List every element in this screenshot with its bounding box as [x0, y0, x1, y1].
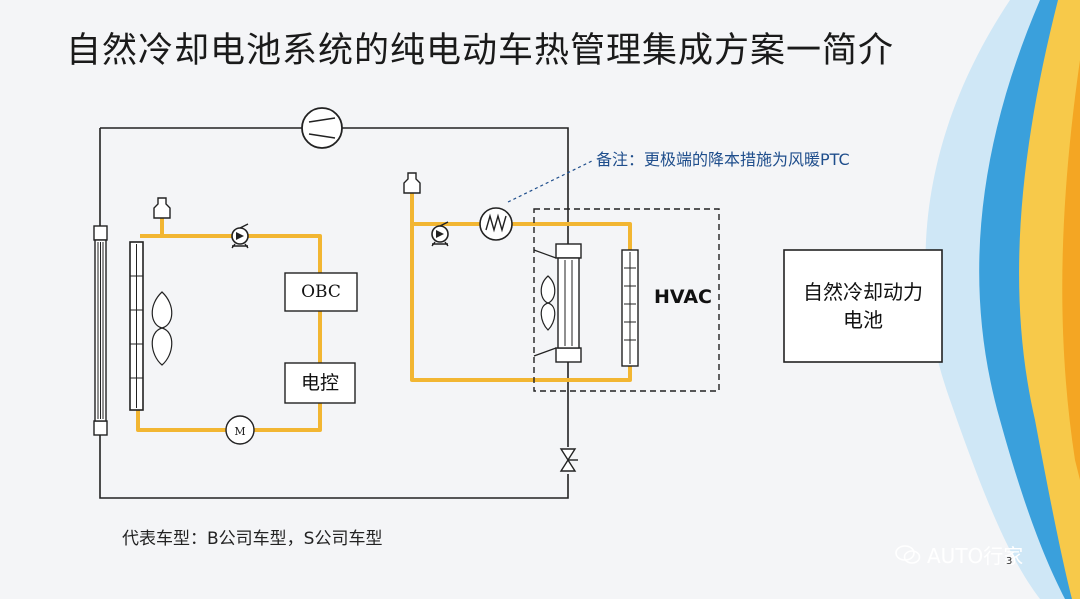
blower-fan-icon: [533, 249, 557, 357]
compressor-icon: [301, 107, 343, 149]
note-text: 备注：更极端的降本措施为风暖PTC: [596, 150, 850, 169]
controller-box: [284, 362, 356, 404]
pump-icon: [431, 221, 449, 247]
pump-icon: [231, 223, 249, 249]
background-swoosh: [925, 0, 1080, 599]
motor-label: M: [234, 425, 245, 438]
evaporator: [555, 243, 582, 363]
low-temp-radiator: [129, 241, 144, 411]
representative-vehicles-text: 代表车型：B公司车型，S公司车型: [122, 529, 383, 549]
page-number: 3: [1006, 556, 1013, 567]
watermark: AUTO行家: [895, 540, 1023, 569]
wechat-icon: [895, 544, 921, 564]
heater-coolant-loop: [410, 193, 632, 382]
obc-label: OBC: [301, 282, 341, 302]
heater-core: [621, 249, 639, 367]
motor-coolant-loop: [136, 218, 322, 432]
battery-label: 自然冷却动力电池: [803, 280, 923, 332]
battery-box: [783, 249, 943, 363]
expansion-tank-icon: [153, 197, 171, 219]
expansion-tank-icon: [403, 172, 421, 194]
note-leader-line: [507, 159, 595, 203]
ptc-heater-icon: [479, 207, 513, 241]
motor-icon: [225, 415, 255, 445]
expansion-valve-icon: [559, 448, 578, 472]
watermark-text: AUTO行家: [927, 544, 1024, 568]
controller-label: 电控: [300, 372, 339, 394]
fan-icon: [151, 291, 173, 366]
hvac-label: HVAC: [654, 286, 712, 308]
front-heat-exchanger: [93, 225, 108, 436]
refrigerant-loop: [99, 127, 569, 499]
obc-box: [284, 272, 358, 312]
hvac-dashed-box: [533, 208, 720, 392]
slide-title: 自然冷却电池系统的纯电动车热管理集成方案一简介: [66, 31, 895, 71]
